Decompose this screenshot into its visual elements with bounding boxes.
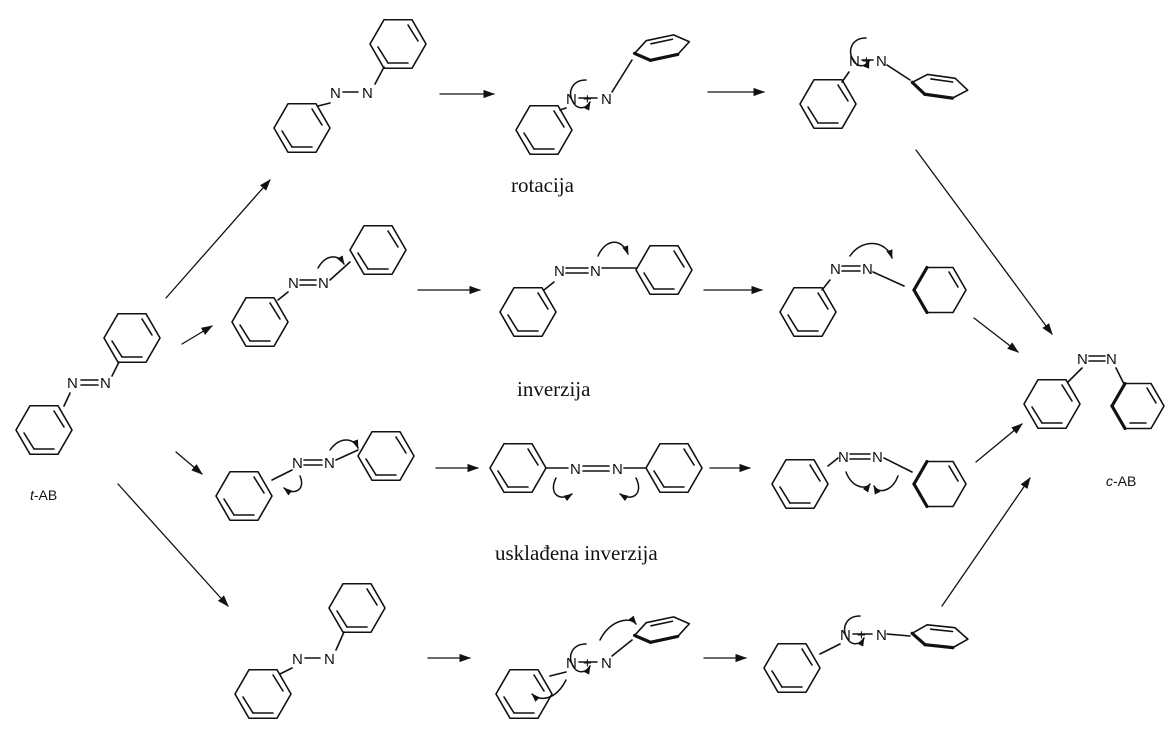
trans-azobenzene: N N t-AB bbox=[15, 312, 161, 503]
label-concerted-inversion: usklađena inverzija bbox=[495, 541, 658, 565]
arrow-r4-to-cis bbox=[941, 477, 1031, 607]
arrow-r3-to-cis bbox=[975, 423, 1023, 463]
atom-label: N bbox=[288, 275, 299, 292]
inversion-intermediate-3: N N bbox=[779, 242, 967, 338]
atom-label: N bbox=[872, 449, 883, 466]
atom-label: N bbox=[324, 651, 335, 668]
arrow-r2-to-cis bbox=[973, 317, 1019, 353]
atom-label: N bbox=[67, 375, 78, 392]
concerted-inversion-intermediate-2: N N bbox=[489, 442, 703, 502]
trans-label: t-AB bbox=[30, 487, 57, 503]
inversion-intermediate-2: N N bbox=[499, 241, 693, 338]
atom-label: N bbox=[1077, 351, 1088, 368]
rotation-intermediate-2: N N + bbox=[515, 30, 694, 156]
rotation-mark: + bbox=[583, 91, 592, 108]
arrow-to-rotation-b bbox=[117, 483, 229, 607]
atom-label: N bbox=[830, 261, 841, 278]
atom-label: N bbox=[838, 449, 849, 466]
atom-label: N bbox=[590, 263, 601, 280]
rotation-intermediate-1: N N bbox=[273, 18, 427, 154]
rotation-mark: + bbox=[583, 655, 592, 672]
atom-label: N bbox=[570, 461, 581, 478]
atom-label: N bbox=[876, 627, 887, 644]
atom-label: N bbox=[324, 455, 335, 472]
reaction-arrows bbox=[117, 87, 1053, 663]
rotation-mark: + bbox=[857, 627, 866, 644]
concerted-inversion-intermediate-1: N N bbox=[215, 430, 415, 522]
arrow-to-rotation bbox=[165, 179, 271, 299]
rotation-b-intermediate-1: N N bbox=[234, 582, 386, 720]
atom-label: N bbox=[612, 461, 623, 478]
atom-label: N bbox=[330, 85, 341, 102]
cis-azobenzene: N N c-AB bbox=[1023, 351, 1165, 489]
atom-label: N bbox=[876, 53, 887, 70]
cis-label: c-AB bbox=[1106, 473, 1136, 489]
atom-label: N bbox=[318, 275, 329, 292]
arrow-r1-to-cis bbox=[915, 149, 1053, 335]
rotation-mark: + bbox=[862, 53, 871, 70]
arrow-to-inversion bbox=[181, 325, 214, 345]
rotation-intermediate-3: N N + bbox=[799, 37, 971, 130]
atom-label: N bbox=[100, 375, 111, 392]
atom-label: N bbox=[292, 651, 303, 668]
atom-label: N bbox=[362, 85, 373, 102]
concerted-inversion-intermediate-3: N N bbox=[771, 449, 967, 510]
atom-label: N bbox=[554, 263, 565, 280]
atom-label: N bbox=[292, 455, 303, 472]
inversion-intermediate-1: N N bbox=[231, 224, 407, 348]
label-rotation: rotacija bbox=[511, 173, 575, 197]
atom-label: N bbox=[862, 261, 873, 278]
arrow-to-concerted bbox=[175, 451, 203, 475]
rotation-b-intermediate-2: N N + bbox=[495, 612, 694, 720]
label-inversion: inverzija bbox=[517, 377, 591, 401]
atom-label: N bbox=[601, 655, 612, 672]
rotation-b-intermediate-3: N N + bbox=[763, 615, 971, 694]
atom-label: N bbox=[1106, 351, 1117, 368]
atom-label: N bbox=[601, 91, 612, 108]
